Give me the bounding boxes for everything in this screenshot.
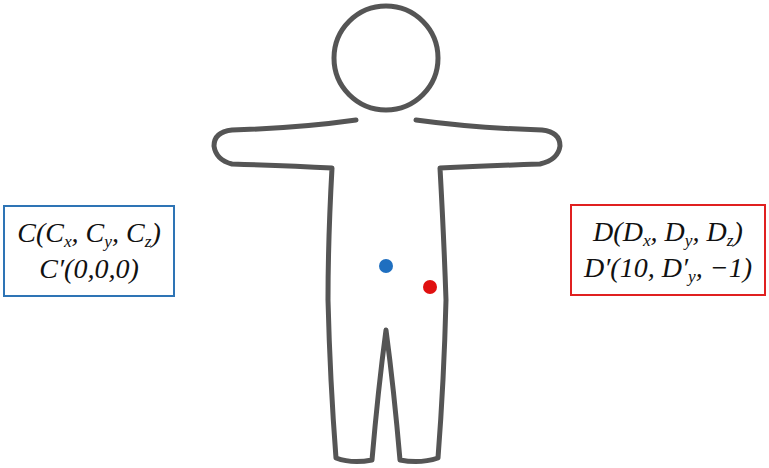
head-outline [334,6,438,110]
coordinate-label: D′(10, D′y, −1) [584,250,752,286]
body-outline [214,120,560,462]
coordinate-label: C′(0,0,0) [17,251,161,287]
coordinate-label: C(Cx, Cy, Cz) [17,215,161,251]
point-c-dot [379,259,393,273]
coordinate-label: D(Dx, Dy, Dz) [584,214,752,250]
coordinate-box: C(Cx, Cy, Cz)C′(0,0,0) [3,205,175,297]
point-d-dot [423,280,437,294]
coordinate-box: D(Dx, Dy, Dz)D′(10, D′y, −1) [570,204,766,296]
